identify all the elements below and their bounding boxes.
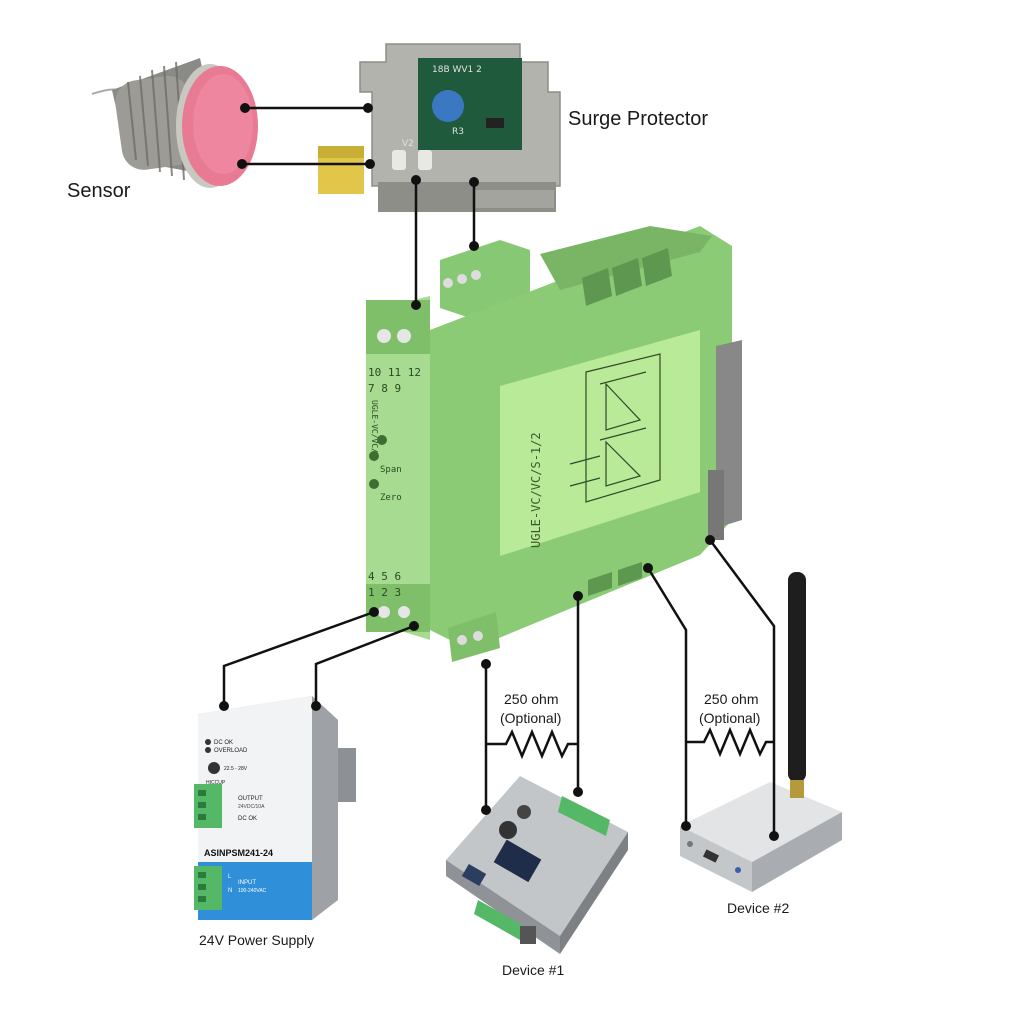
psu-hiccup: HICCUP bbox=[206, 780, 226, 786]
zero-label: Zero bbox=[380, 493, 402, 503]
device1-label: Device #1 bbox=[502, 962, 564, 978]
span-label: Span bbox=[380, 465, 402, 475]
psu-n: N bbox=[228, 888, 232, 894]
terminal-top-row2: 7 8 9 bbox=[368, 382, 401, 395]
psu-adj: 22.5 - 28V bbox=[224, 766, 248, 772]
surge-board-r3: R3 bbox=[452, 127, 464, 137]
module-side-label: UGLE-VC/VC/S-1/2 bbox=[529, 432, 543, 548]
terminal-bottom-row2: 1 2 3 bbox=[368, 586, 401, 599]
sensor-device bbox=[91, 58, 258, 188]
sensor-label: Sensor bbox=[67, 180, 131, 202]
psu-input: INPUT bbox=[238, 880, 256, 886]
device2-label: Device #2 bbox=[727, 900, 789, 916]
resistor-left bbox=[486, 728, 578, 760]
surge-protector-device: 18B WV1 2 R3 V2 bbox=[318, 43, 561, 212]
terminal-bottom-row1: 4 5 6 bbox=[368, 570, 401, 583]
psu-model: ASINPSM241-24 bbox=[204, 848, 273, 858]
wire-psu-neg bbox=[222, 610, 375, 706]
wires bbox=[222, 106, 776, 836]
wire-terminals bbox=[219, 103, 779, 841]
resistor-right-note: (Optional) bbox=[699, 710, 760, 726]
psu-output: OUTPUT bbox=[238, 796, 263, 802]
psu-l: L bbox=[228, 874, 232, 880]
psu-dc-ok2: DC OK bbox=[238, 816, 257, 822]
psu-input-spec: 100-240VAC bbox=[238, 888, 267, 894]
wire-psu-pos bbox=[314, 624, 415, 706]
surge-protector-label: Surge Protector bbox=[568, 108, 708, 130]
module-face-label: UGLE-VC/VC/S bbox=[370, 400, 379, 458]
psu-dc-ok: DC OK bbox=[214, 740, 233, 746]
device1-plc bbox=[446, 776, 628, 954]
psu-output-spec: 24VDC/10A bbox=[238, 804, 265, 810]
resistor-left-value: 250 ohm bbox=[504, 691, 558, 707]
surge-board-v2: V2 bbox=[402, 139, 414, 149]
surge-board-label: 18B WV1 2 bbox=[432, 65, 482, 75]
wire-dev2-a bbox=[646, 567, 688, 826]
wire-dev2-b bbox=[708, 539, 776, 836]
resistor-left-note: (Optional) bbox=[500, 710, 561, 726]
device2-radio bbox=[680, 572, 842, 892]
terminal-top-row1: 10 11 12 bbox=[368, 366, 421, 379]
psu-overload: OVERLOAD bbox=[214, 748, 248, 754]
resistor-right-value: 250 ohm bbox=[704, 691, 758, 707]
signal-conditioner-module: 10 11 12 7 8 9 4 5 6 1 2 3 UGLE-VC/VC/S … bbox=[366, 226, 742, 662]
resistor-right bbox=[686, 726, 774, 758]
power-supply-label: 24V Power Supply bbox=[199, 932, 314, 948]
power-supply-device: DC OK OVERLOAD 22.5 - 28V HICCUP OUTPUT … bbox=[194, 696, 356, 920]
